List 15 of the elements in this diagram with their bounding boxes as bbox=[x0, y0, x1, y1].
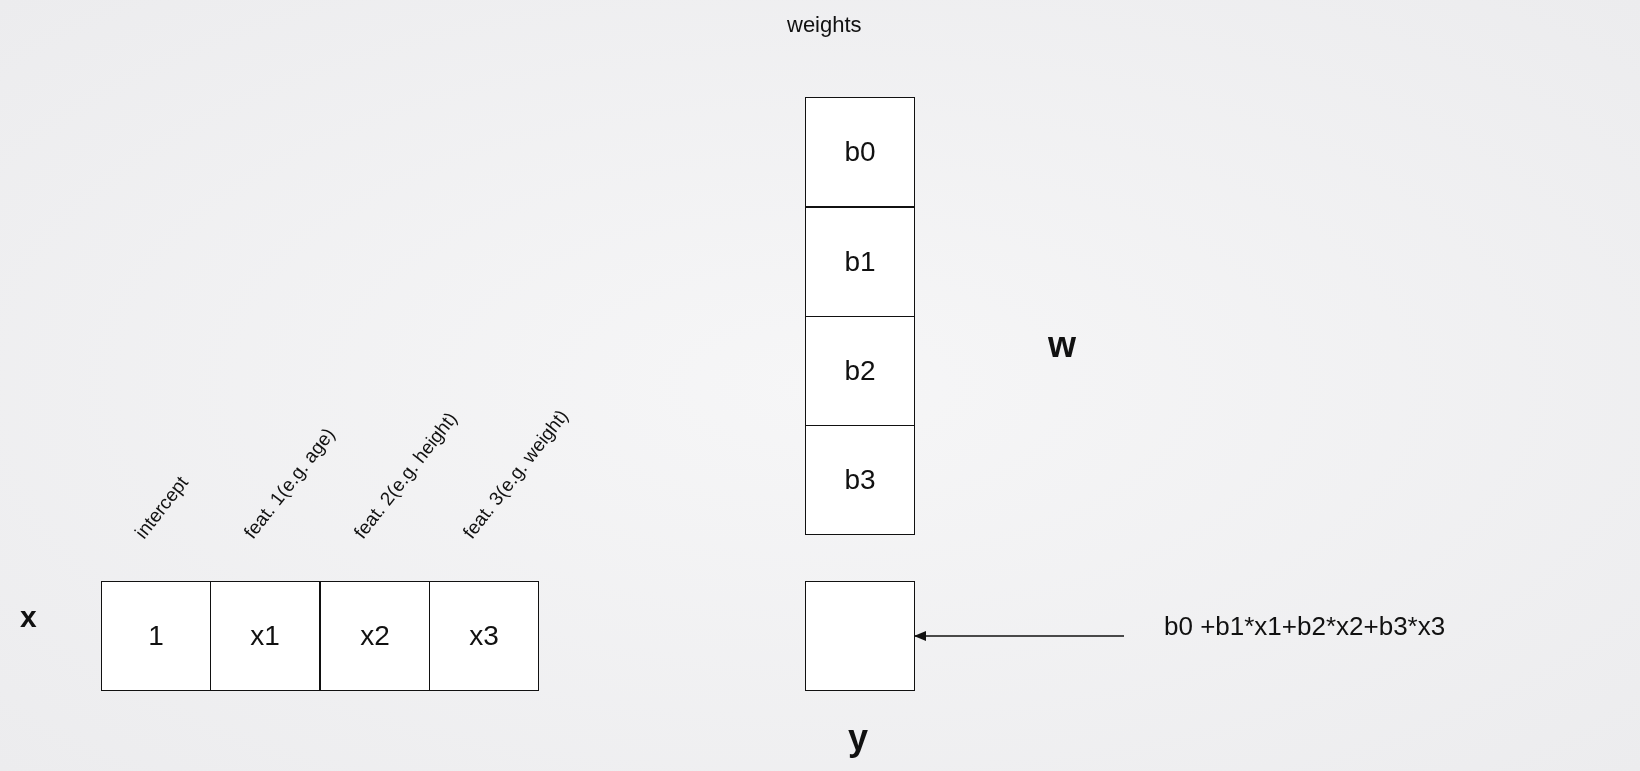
vector-cell: x3 bbox=[429, 581, 539, 691]
vector-cell: b2 bbox=[805, 316, 915, 426]
column-title: weights bbox=[787, 12, 862, 38]
vector-cell: b3 bbox=[805, 425, 915, 535]
vector-cell: 1 bbox=[101, 581, 211, 691]
formula-text: b0 +b1*x1+b2*x2+b3*x3 bbox=[1164, 611, 1446, 642]
vector-cell: b1 bbox=[805, 207, 915, 317]
empty-output-cell bbox=[805, 581, 915, 691]
vector-name: x bbox=[20, 600, 37, 634]
vector-cell: b0 bbox=[805, 97, 915, 207]
vector-cell: x2 bbox=[320, 581, 430, 691]
arrow bbox=[914, 631, 1125, 641]
vector-name: w bbox=[1048, 324, 1076, 366]
vector-name: y bbox=[848, 717, 869, 759]
vector-cell: x1 bbox=[210, 581, 320, 691]
